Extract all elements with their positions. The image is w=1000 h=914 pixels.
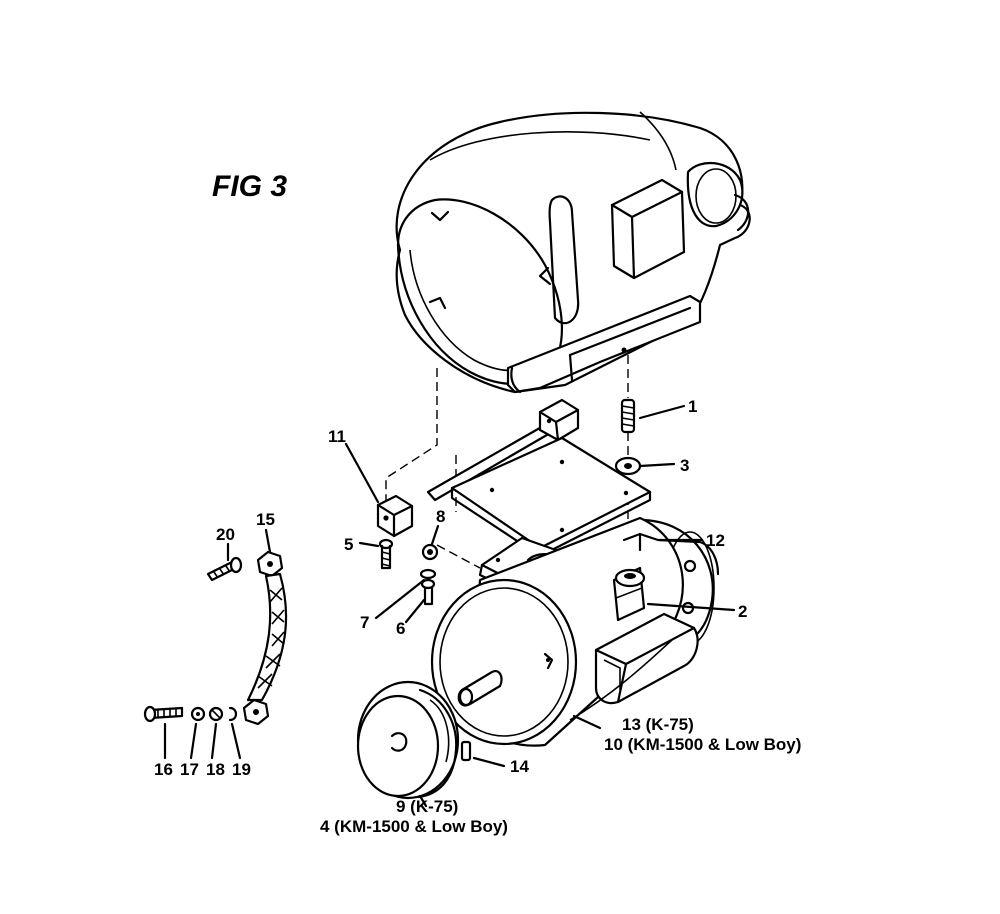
callout-12: 12 [706,531,725,550]
hardware-8-7-6 [419,543,439,606]
callout-1: 1 [688,397,697,416]
callout-8: 8 [436,507,445,526]
callout-20: 20 [216,525,235,544]
bolt-20 [206,556,243,582]
callout-3: 3 [680,456,689,475]
link-arm [242,550,288,726]
hardware-16-19 [143,705,238,723]
motor-callout-line2: 10 (KM-1500 & Low Boy) [604,735,801,754]
callout-15: 15 [256,510,275,529]
motor-callout-line1: 13 (K-75) [622,715,694,734]
callout-19: 19 [232,760,251,779]
threaded-rod-1 [620,398,636,434]
callout-5: 5 [344,535,353,554]
washer-3 [614,456,642,476]
callout-2: 2 [738,602,747,621]
blower-housing [395,111,751,394]
callout-16: 16 [154,760,173,779]
pulley [356,680,460,800]
leader-lines [163,404,736,808]
callout-18: 18 [206,760,225,779]
callout-11: 11 [328,427,346,446]
callout-6: 6 [396,619,405,638]
figure-title: FIG 3 [212,170,287,203]
clamp-block-11 [376,494,414,538]
callout-14: 14 [510,757,529,776]
pulley-callout-line1: 9 (K-75) [396,797,458,816]
callout-7: 7 [360,613,369,632]
callout-labels: 1 2 3 5 6 7 8 11 12 14 15 16 17 18 19 20… [154,397,801,836]
key-14 [460,740,472,762]
callout-17: 17 [180,760,199,779]
pulley-callout-line2: 4 (KM-1500 & Low Boy) [320,817,508,836]
motor [430,516,720,747]
screw-5 [378,538,394,570]
